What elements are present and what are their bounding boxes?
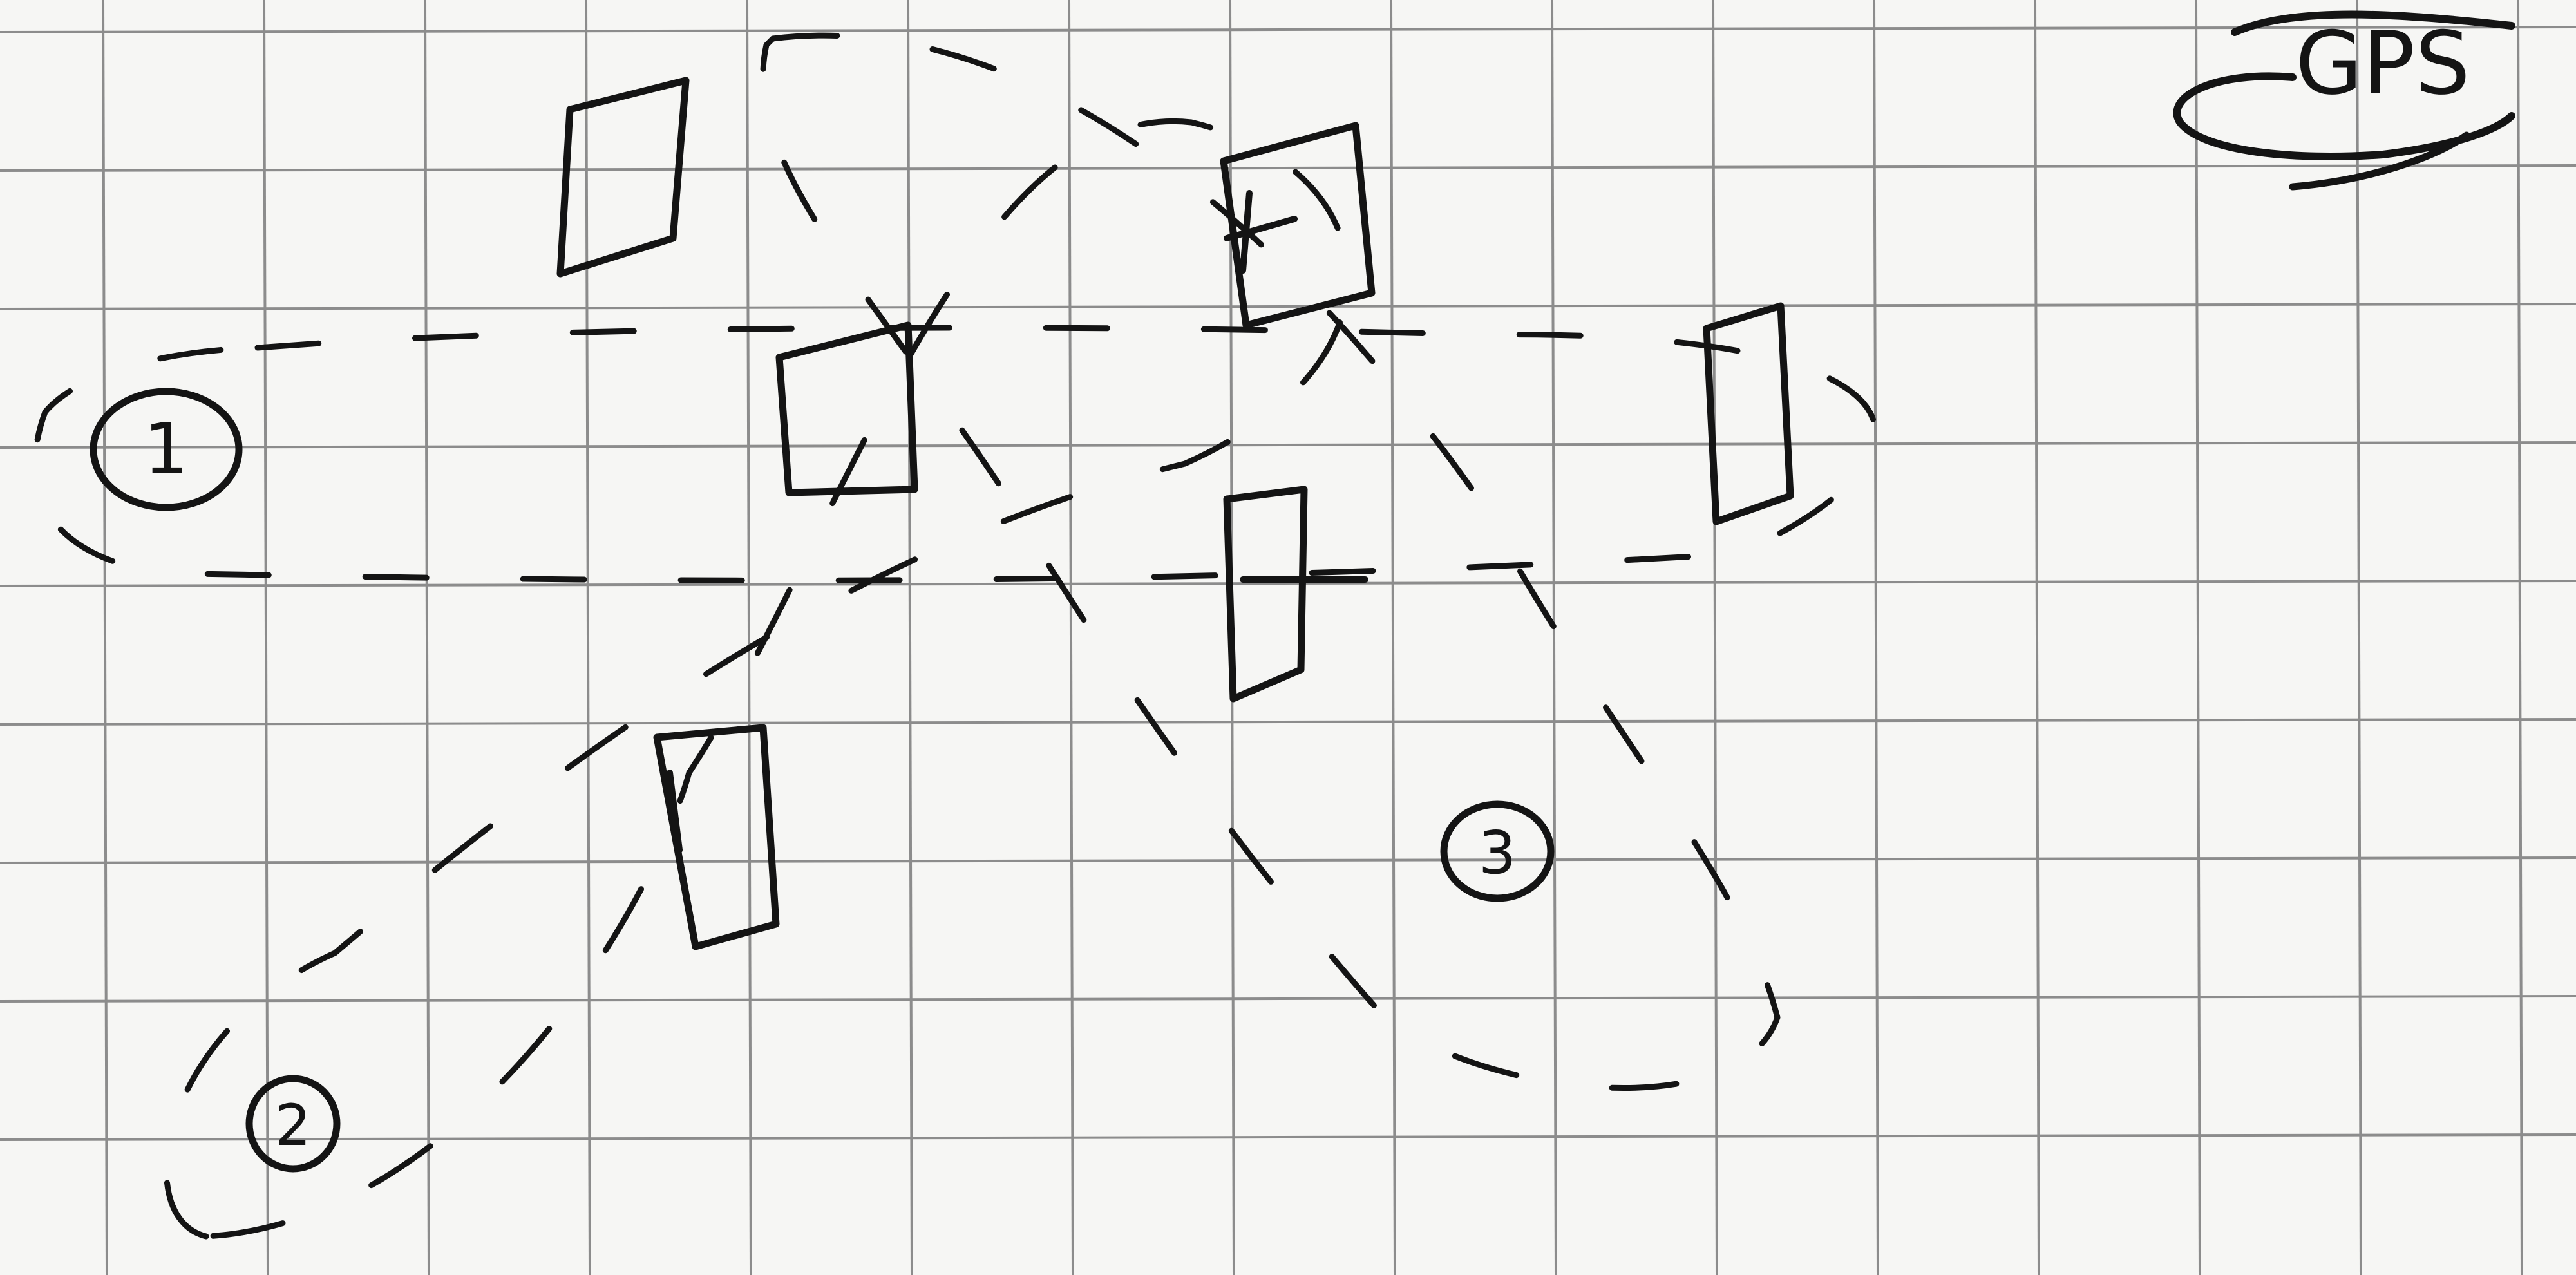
marker-2-label: 2 [275, 1092, 311, 1158]
marker-1-label: 1 [144, 408, 189, 490]
marker-3-label: 3 [1479, 818, 1517, 887]
gps-label: GPS [2295, 13, 2470, 114]
